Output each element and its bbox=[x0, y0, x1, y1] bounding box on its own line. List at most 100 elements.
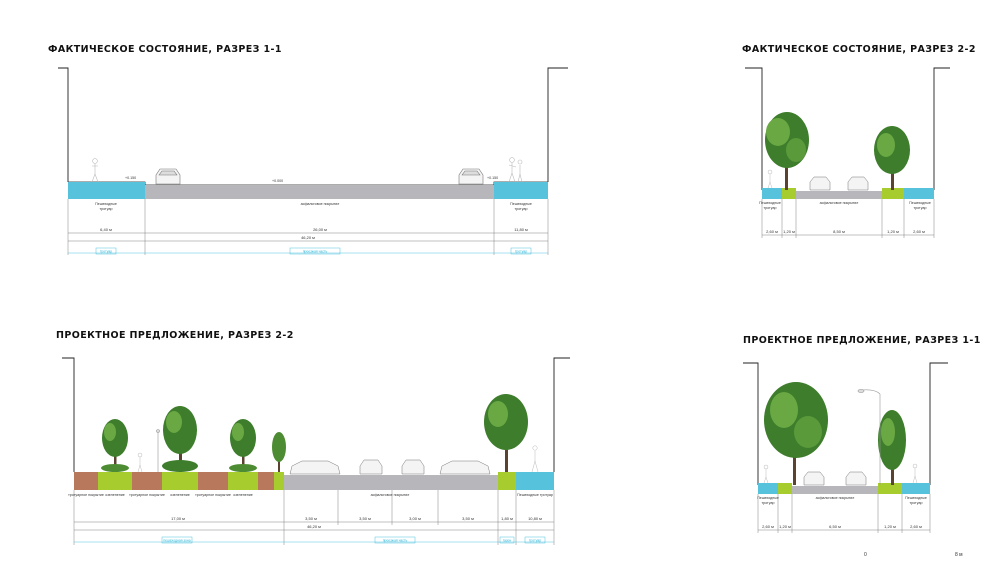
label-left-sidewalk-2: тротуар bbox=[99, 207, 112, 211]
dimension-lines bbox=[757, 494, 931, 533]
pedestrian bbox=[767, 169, 773, 189]
paving-1 bbox=[74, 472, 98, 490]
label-0: тротуарное покрытие bbox=[68, 493, 104, 497]
label-right-sidewalk-1: Пешеходные bbox=[905, 496, 927, 500]
green-3 bbox=[228, 472, 258, 490]
label-roadway: асфальтовое покрытие bbox=[816, 496, 855, 500]
tree-left bbox=[765, 112, 809, 190]
building-wall-left bbox=[58, 67, 69, 182]
tree-3 bbox=[230, 419, 256, 472]
building-wall-left bbox=[743, 362, 759, 485]
section-title-existing-1-1: ФАКТИЧЕСКОЕ СОСТОЯНИЕ, РАЗРЕЗ 1-1 bbox=[48, 44, 282, 55]
pedestrian-right bbox=[508, 157, 523, 183]
dim-3: 1,20 м bbox=[884, 524, 896, 529]
green-strip-right bbox=[882, 188, 904, 199]
section-title-existing-2-2: ФАКТИЧЕСКОЕ СОСТОЯНИЕ, РАЗРЕЗ 2-2 bbox=[742, 44, 976, 55]
paving-4 bbox=[258, 472, 274, 490]
dim-total: 46,20 м bbox=[307, 524, 321, 529]
label-right-sidewalk-2: тротуар bbox=[514, 207, 527, 211]
label-right-sidewalk-1: Пешеходные bbox=[510, 202, 532, 206]
sidewalk-right bbox=[516, 472, 554, 490]
dim-3: 1,20 м bbox=[887, 229, 899, 234]
scale-max: 8 м bbox=[955, 552, 963, 558]
dimension-lines bbox=[73, 490, 555, 545]
dim-green: 1,80 м bbox=[501, 516, 513, 521]
tree-left bbox=[764, 382, 828, 485]
dim-total: 46,20 м bbox=[301, 235, 315, 240]
car-right bbox=[458, 168, 484, 185]
label-left-sidewalk-1: Пешеходные bbox=[759, 201, 781, 205]
tree-right bbox=[878, 410, 906, 485]
building-wall-right bbox=[547, 67, 568, 182]
label-roadway: асфальтовое покрытие bbox=[301, 202, 340, 206]
label-7: Пешеходные тротуар bbox=[517, 493, 553, 497]
dim-1: 1,20 м bbox=[783, 229, 795, 234]
zone-right: тротуар bbox=[515, 250, 527, 254]
roadway bbox=[284, 475, 498, 490]
cars bbox=[803, 471, 867, 486]
sidewalk-left bbox=[758, 483, 778, 494]
sidewalk-right bbox=[902, 483, 930, 494]
zone-line bbox=[74, 536, 554, 544]
green-strip-right bbox=[878, 483, 902, 494]
dim-lane-3: 3,00 м bbox=[409, 516, 421, 521]
level-mark-left: +0.150 bbox=[125, 176, 136, 180]
label-left-sidewalk-2: тротуар bbox=[761, 501, 774, 505]
dim-2: 8,50 м bbox=[833, 229, 845, 234]
pedestrians bbox=[763, 463, 918, 484]
dim-1: 1,20 м bbox=[779, 524, 791, 529]
sidewalk-right bbox=[904, 188, 934, 199]
dim-right: 10,80 м bbox=[528, 516, 542, 521]
roadway bbox=[145, 185, 494, 199]
street-lamp bbox=[156, 429, 160, 472]
sidewalk-right bbox=[494, 182, 548, 199]
zone-center: проезжая часть bbox=[383, 539, 408, 543]
label-1: озеленение bbox=[105, 493, 125, 497]
dim-2: 6,50 м bbox=[829, 524, 841, 529]
roadway bbox=[792, 486, 878, 494]
label-roadway: асфальтовое покрытие bbox=[820, 201, 859, 205]
dim-4: 2,60 м bbox=[913, 229, 925, 234]
building-wall-left bbox=[745, 67, 763, 190]
label-left-sidewalk-1: Пешеходные bbox=[757, 496, 779, 500]
zone-green: газон bbox=[503, 539, 511, 543]
dim-lane-2: 3,50 м bbox=[359, 516, 371, 521]
green-2 bbox=[162, 472, 198, 490]
cars bbox=[289, 459, 491, 475]
building-wall-right bbox=[929, 362, 948, 485]
cars bbox=[809, 176, 869, 191]
label-6: асфальтовое покрытие bbox=[371, 493, 410, 497]
dim-left: 17,00 м bbox=[171, 516, 185, 521]
scale-zero: 0 bbox=[864, 552, 867, 558]
dim-left: 6,40 м bbox=[100, 227, 112, 232]
paving-3 bbox=[198, 472, 228, 490]
shrubs bbox=[101, 460, 257, 472]
roadway bbox=[796, 191, 882, 199]
label-right-sidewalk-2: тротуар bbox=[909, 501, 922, 505]
street-lamp bbox=[857, 389, 881, 485]
label-left-sidewalk-2: тротуар bbox=[763, 206, 776, 210]
car-left bbox=[155, 168, 181, 185]
tree-4 bbox=[272, 432, 286, 472]
tree-2 bbox=[163, 406, 197, 472]
green-4 bbox=[274, 472, 284, 490]
sidewalk-left bbox=[762, 188, 782, 199]
dim-right: 11,80 м bbox=[514, 227, 528, 232]
dim-0: 2,60 м bbox=[762, 524, 774, 529]
zone-left: тротуар bbox=[100, 250, 112, 254]
zone-right: тротуар bbox=[529, 539, 541, 543]
label-4: тротуарное покрытие bbox=[195, 493, 231, 497]
zone-line bbox=[68, 247, 548, 255]
zone-center: проезжая часть bbox=[303, 250, 328, 254]
sidewalk-left bbox=[68, 182, 145, 199]
label-3: озеленение bbox=[170, 493, 190, 497]
green-strip-left bbox=[778, 483, 792, 494]
section-title-proposal-2-2: ПРОЕКТНОЕ ПРЕДЛОЖЕНИЕ, РАЗРЕЗ 2-2 bbox=[56, 330, 294, 341]
label-right-sidewalk-1: Пешеходные bbox=[909, 201, 931, 205]
section-title-proposal-1-1: ПРОЕКТНОЕ ПРЕДЛОЖЕНИЕ, РАЗРЕЗ 1-1 bbox=[743, 335, 981, 346]
pedestrians bbox=[137, 445, 539, 473]
green-strip-left bbox=[782, 188, 796, 199]
